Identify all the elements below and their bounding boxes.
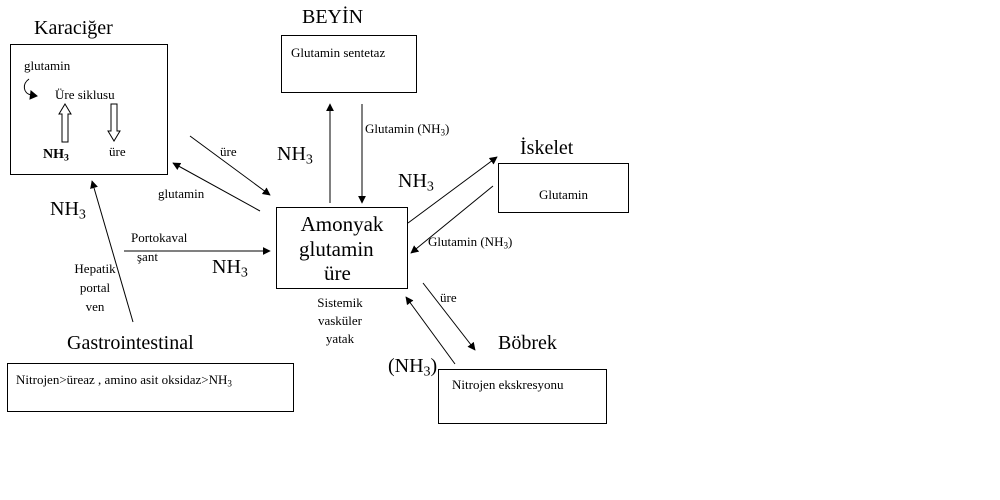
gi-box-text: Nitrojen>üreaz , amino asit oksidaz>NH3	[16, 372, 232, 389]
gi-box: Nitrojen>üreaz , amino asit oksidaz>NH3	[7, 363, 294, 412]
center-caption-line1: Sistemik	[317, 295, 363, 310]
hepatic-portal-vein-label-line1: Hepatik	[74, 261, 116, 276]
arrow-center-glutamine-to-liver	[172, 162, 261, 212]
skeleton-box: Glutamin	[498, 163, 629, 213]
nh3-label-brain: NH3	[277, 143, 313, 168]
recycle-arrow-head	[29, 90, 38, 100]
hollow-down-arrow	[107, 103, 121, 142]
urea-cycle-label: Üre siklusu	[55, 87, 115, 102]
hepatic-portal-vein-label-line3: ven	[85, 299, 105, 314]
brain-box: Glutamin sentetaz	[281, 35, 417, 93]
hollow-up-arrow	[58, 103, 72, 143]
skeleton-title: İskelet	[520, 137, 574, 159]
center-caption-line3: yatak	[325, 331, 355, 346]
kidney-title: Böbrek	[498, 332, 557, 354]
liver-urea-arrow-label: üre	[220, 144, 237, 159]
center-ammonia-label: Amonyak	[300, 212, 384, 236]
center-urea-label: üre	[324, 261, 351, 285]
brain-enzyme-label: Glutamin sentetaz	[291, 45, 386, 60]
kidney-box: Nitrojen ekskresyonu	[438, 369, 607, 424]
liver-glutamine-label: glutamin	[24, 58, 71, 73]
brain-arrow-label: Glutamin (NH3)	[365, 121, 450, 138]
nh3-label-gi: NH3	[50, 198, 86, 223]
liver-box: glutamin Üre siklusu NH3 üre	[10, 44, 168, 175]
portocaval-shunt-label-line2: şant	[137, 249, 158, 264]
liver-title: Karaciğer	[34, 17, 113, 39]
recycle-arrow-icon	[23, 78, 32, 96]
arrow-kidney-nh3-to-center	[405, 296, 456, 365]
center-glutamine-label: glutamin	[299, 237, 374, 261]
gi-title: Gastrointestinal	[67, 332, 194, 354]
portocaval-shunt-label-line1: Portokaval	[131, 230, 188, 245]
skeleton-arrow-label: Glutamin (NH3)	[428, 234, 513, 251]
hepatic-portal-vein-label-line2: portal	[79, 280, 111, 295]
arrow-center-to-skeleton	[407, 156, 498, 224]
liver-inner-arrows	[23, 78, 121, 143]
arrow-liver-urea-to-center	[189, 135, 271, 196]
kidney-urea-arrow-label: üre	[440, 290, 457, 305]
skeleton-glutamine-label: Glutamin	[538, 187, 589, 202]
arrow-skeleton-to-center	[410, 185, 494, 254]
center-caption-line2: vasküler	[317, 313, 363, 328]
nh3-label-portocaval: NH3	[212, 256, 248, 281]
liver-nh3-label: NH3	[43, 147, 69, 164]
liver-urea-label: üre	[109, 144, 126, 159]
nh3-label-skeleton: NH3	[398, 170, 434, 195]
center-box: Amonyak glutamin üre	[276, 207, 408, 289]
liver-glutamine-arrow-label: glutamin	[158, 186, 205, 201]
arrow-hepatic-portal-vein	[90, 180, 134, 323]
kidney-nh3-arrow-label: (NH3)	[388, 355, 438, 380]
kidney-nitrogen-excretion-label: Nitrojen ekskresyonu	[452, 377, 564, 392]
arrow-center-urea-to-kidney	[422, 282, 476, 351]
brain-title: BEYİN	[302, 6, 364, 28]
